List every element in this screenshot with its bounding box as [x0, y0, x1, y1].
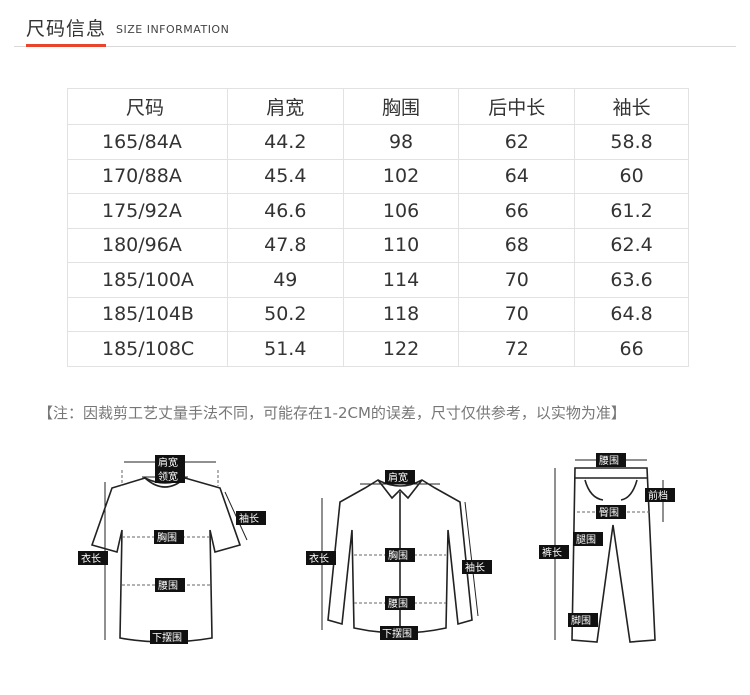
pants-rise-label: 前档 — [648, 489, 668, 502]
table-cell: 66 — [458, 193, 576, 229]
shirt-chest-label: 胸围 — [388, 549, 408, 562]
label-box — [155, 455, 185, 469]
table-cell: 185/108C — [67, 331, 228, 367]
table-cell: 60 — [574, 158, 689, 194]
tshirt-chest-label: 胸围 — [157, 531, 177, 544]
shirt-shoulder-label: 肩宽 — [388, 471, 408, 484]
shirt-waist-label: 腰围 — [388, 598, 408, 610]
table-cell: 51.4 — [226, 331, 344, 367]
pants-hip-label: 臀围 — [599, 507, 619, 519]
pants-leg-opening-label: 脚围 — [571, 614, 591, 627]
table-cell: 110 — [342, 227, 460, 263]
tshirt-length-label: 衣长 — [81, 552, 101, 565]
shirt-hem-label: 下摆围 — [382, 627, 412, 640]
shirt-length-label: 衣长 — [309, 552, 329, 565]
header-shoulder: 肩宽 — [226, 88, 344, 125]
table-cell: 98 — [342, 124, 460, 160]
table-row: 180/96A 47.8 110 68 62.4 — [67, 227, 689, 263]
table-row: 175/92A 46.6 106 66 61.2 — [67, 193, 689, 229]
table-cell: 72 — [458, 331, 576, 367]
header-accent-bar — [26, 44, 106, 47]
table-cell: 175/92A — [67, 193, 228, 229]
table-cell: 61.2 — [574, 193, 689, 229]
header-back-length: 后中长 — [458, 88, 576, 125]
pants-diagram: 腰围 前档 臀围 腿围 裤长 脚围 — [539, 453, 675, 643]
table-cell: 44.2 — [226, 124, 344, 160]
header-size: 尺码 — [67, 88, 228, 125]
tshirt-waist-label: 腰围 — [158, 580, 178, 592]
table-cell: 68 — [458, 227, 576, 263]
table-cell: 64.8 — [574, 296, 689, 332]
table-cell: 122 — [342, 331, 460, 367]
table-cell: 50.2 — [226, 296, 344, 332]
tshirt-neck-label: 领宽 — [158, 470, 178, 483]
tshirt-outline — [90, 477, 242, 643]
shirt-outline — [327, 479, 473, 634]
shirt-sleeve-label: 袖长 — [465, 561, 485, 574]
table-cell: 70 — [458, 296, 576, 332]
section-header: 尺码信息 SIZE INFORMATION — [0, 0, 750, 50]
header-chest: 胸围 — [342, 88, 460, 125]
table-cell: 170/88A — [67, 158, 228, 194]
section-subtitle: SIZE INFORMATION — [116, 23, 230, 36]
table-cell: 66 — [574, 331, 689, 367]
table-row: 165/84A 44.2 98 62 58.8 — [67, 124, 689, 160]
table-cell: 118 — [342, 296, 460, 332]
tshirt-hem-label: 下摆围 — [152, 631, 182, 644]
table-cell: 64 — [458, 158, 576, 194]
table-cell: 45.4 — [226, 158, 344, 194]
table-cell: 47.8 — [226, 227, 344, 263]
table-row: 185/104B 50.2 118 70 64.8 — [67, 296, 689, 332]
table-cell: 70 — [458, 262, 576, 298]
table-cell: 180/96A — [67, 227, 228, 263]
table-cell: 102 — [342, 158, 460, 194]
table-cell: 165/84A — [67, 124, 228, 160]
measurement-note: 【注：因裁剪工艺丈量手法不同，可能存在1-2CM的误差，尺寸仅供参考，以实物为准… — [38, 404, 626, 422]
table-cell: 62.4 — [574, 227, 689, 263]
table-cell: 106 — [342, 193, 460, 229]
table-row: 185/100A 49 114 70 63.6 — [67, 262, 689, 298]
table-header-row: 尺码 肩宽 胸围 后中长 袖长 — [67, 88, 689, 125]
table-cell: 62 — [458, 124, 576, 160]
pants-length-label: 裤长 — [542, 546, 562, 559]
table-row: 185/108C 51.4 122 72 66 — [67, 331, 689, 367]
header-sleeve: 袖长 — [574, 88, 689, 125]
tshirt-diagram: 肩宽 领宽 袖长 胸围 衣长 腰围 下摆围 — [78, 455, 266, 644]
tshirt-sleeve-label: 袖长 — [239, 512, 259, 525]
pants-waist-label: 腰围 — [599, 455, 619, 467]
shirt-diagram: 肩宽 衣长 胸围 袖长 腰围 下摆围 — [306, 470, 492, 640]
table-cell: 185/100A — [67, 262, 228, 298]
header-divider — [14, 46, 736, 47]
size-table: 尺码 肩宽 胸围 后中长 袖长 165/84A 44.2 98 62 58.8 … — [67, 88, 689, 367]
table-cell: 185/104B — [67, 296, 228, 332]
section-title: 尺码信息 — [26, 18, 107, 40]
table-row: 170/88A 45.4 102 64 60 — [67, 158, 689, 194]
table-cell: 58.8 — [574, 124, 689, 160]
pants-thigh-label: 腿围 — [576, 534, 596, 546]
table-cell: 49 — [226, 262, 344, 298]
table-cell: 46.6 — [226, 193, 344, 229]
table-cell: 63.6 — [574, 262, 689, 298]
tshirt-shoulder-label: 肩宽 — [158, 456, 178, 469]
table-cell: 114 — [342, 262, 460, 298]
